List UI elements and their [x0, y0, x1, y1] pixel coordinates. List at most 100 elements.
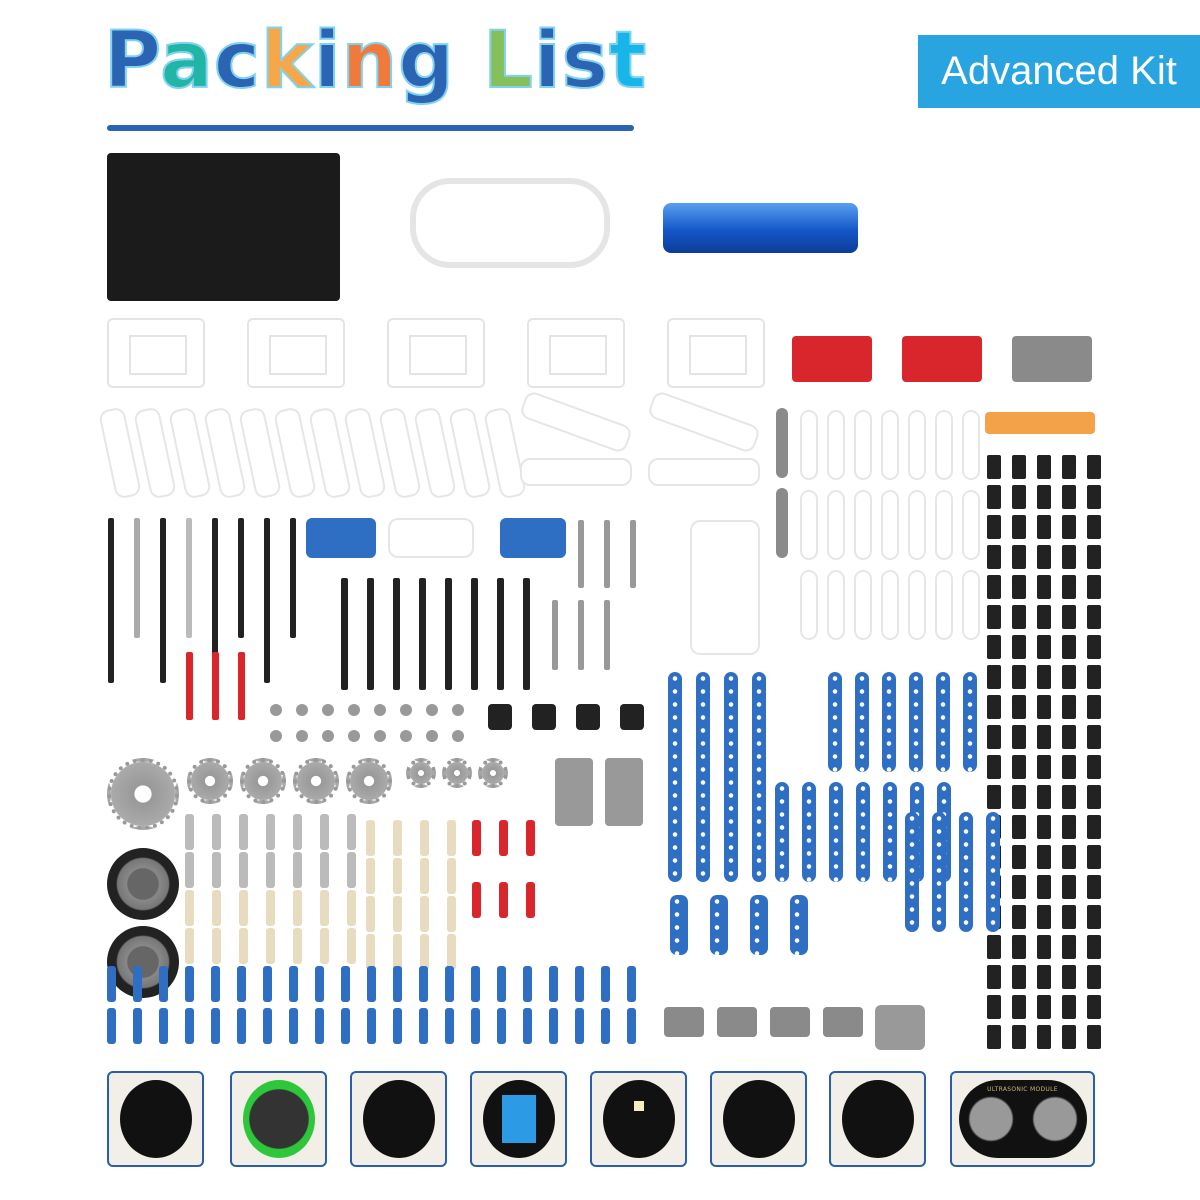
pin	[293, 890, 302, 926]
black-pin	[1062, 815, 1076, 839]
black-pin	[1037, 665, 1051, 689]
red-pin	[472, 820, 481, 856]
pin	[347, 814, 356, 850]
frame-beam	[690, 520, 760, 655]
button-sensor-icon	[242, 1080, 315, 1158]
gear-medium	[346, 758, 392, 804]
pin	[239, 814, 248, 850]
black-pin	[1012, 665, 1026, 689]
gray-axle	[604, 520, 610, 588]
frame-part	[107, 318, 205, 388]
blue-pin	[393, 966, 402, 1002]
black-pin	[1062, 1025, 1076, 1049]
bushing	[270, 704, 282, 716]
black-pin	[1012, 725, 1026, 749]
gray-h-connector	[605, 758, 643, 826]
blue-pin	[367, 1008, 376, 1044]
black-pin	[1012, 575, 1026, 599]
black-pin	[987, 605, 1001, 629]
tan-pin	[420, 896, 429, 932]
white-beam	[827, 570, 845, 640]
title-letter: i	[533, 16, 562, 106]
blue-beam	[668, 672, 682, 882]
blue-beam	[882, 672, 896, 772]
blue-pin	[341, 1008, 350, 1044]
orange-part	[985, 412, 1095, 434]
axle	[108, 518, 114, 683]
tan-pin	[366, 858, 375, 894]
blue-pin	[393, 1008, 402, 1044]
gray-beam	[776, 488, 788, 558]
black-pin	[987, 755, 1001, 779]
black-pin	[1062, 905, 1076, 929]
bent-beam	[518, 389, 634, 455]
black-pin	[987, 455, 1001, 479]
blue-pin	[315, 1008, 324, 1044]
title-letter: L	[482, 16, 534, 106]
blue-pin	[211, 966, 220, 1002]
black-pin	[1087, 785, 1101, 809]
black-pin	[987, 785, 1001, 809]
bushing	[452, 704, 464, 716]
kit-badge: Advanced Kit	[918, 35, 1200, 108]
black-pin	[1037, 905, 1051, 929]
black-pin	[1087, 635, 1101, 659]
tan-pin	[420, 858, 429, 894]
temperature-humidity-module	[470, 1071, 567, 1167]
black-pin	[1087, 905, 1101, 929]
blue-pin	[471, 1008, 480, 1044]
blue-pin	[289, 1008, 298, 1044]
blue-pin	[185, 1008, 194, 1044]
black-pin	[1062, 875, 1076, 899]
black-pin	[1037, 845, 1051, 869]
red-pin	[526, 820, 535, 856]
black-pin	[1062, 725, 1076, 749]
axle	[497, 578, 504, 690]
blue-l-beam	[750, 895, 768, 955]
tan-pin	[393, 858, 402, 894]
pin	[347, 852, 356, 888]
black-pin	[1012, 935, 1026, 959]
blue-beam	[883, 782, 897, 882]
rotary-potentiometer-sensor-icon	[119, 1080, 192, 1158]
white-beam	[962, 410, 980, 480]
pin	[347, 928, 356, 964]
black-pin	[1012, 875, 1026, 899]
blue-beam	[959, 812, 973, 932]
bushing	[374, 730, 386, 742]
gray-motor	[875, 1005, 925, 1050]
bent-beam	[520, 458, 632, 486]
pin	[320, 852, 329, 888]
rgb-led-sensor-icon	[841, 1080, 914, 1158]
sound-sensor-icon	[362, 1080, 435, 1158]
black-pin	[987, 485, 1001, 509]
blue-beam	[802, 782, 816, 882]
gear-small	[478, 758, 508, 788]
axle	[160, 518, 166, 683]
black-pin	[1062, 935, 1076, 959]
black-pin	[1087, 485, 1101, 509]
ultrasonic-module-label: ULTRASONIC MODULE	[987, 1086, 1058, 1093]
black-pin	[1062, 755, 1076, 779]
title-letter: g	[397, 16, 455, 106]
black-pin	[987, 665, 1001, 689]
gear-small	[406, 758, 436, 788]
gear-small	[442, 758, 472, 788]
tan-pin	[447, 896, 456, 932]
title-letter: P	[103, 16, 161, 106]
black-pin	[1037, 605, 1051, 629]
black-pin	[1087, 995, 1101, 1019]
axle	[290, 518, 296, 638]
black-pin	[1037, 575, 1051, 599]
pin	[239, 890, 248, 926]
white-beam	[881, 490, 899, 560]
blue-l-beam	[670, 895, 688, 955]
blue-beam	[696, 672, 710, 882]
led-chip	[634, 1101, 644, 1111]
pin	[185, 890, 194, 926]
tan-pin	[366, 820, 375, 856]
blue-beam	[775, 782, 789, 882]
blue-pin	[523, 1008, 532, 1044]
tan-pin	[393, 896, 402, 932]
gear-medium	[187, 758, 233, 804]
